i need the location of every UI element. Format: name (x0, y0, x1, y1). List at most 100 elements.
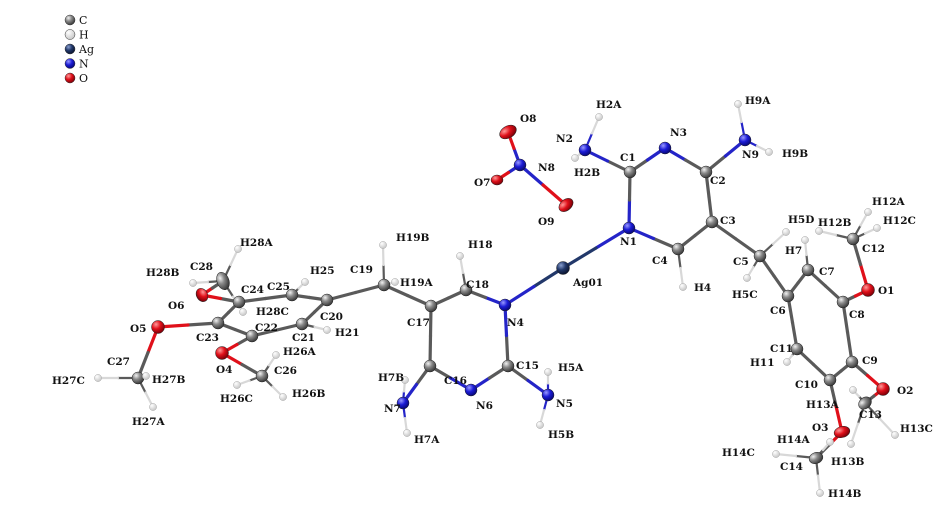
atom-c3 (705, 215, 719, 229)
atom-c1 (623, 165, 637, 179)
atom-label-n9: N9 (742, 149, 759, 161)
atom-label-ag01: Ag01 (572, 277, 603, 289)
legend-label: C (79, 14, 87, 27)
bond-C17-C16 (428, 304, 433, 368)
atom-label-n1: N1 (620, 236, 637, 248)
atom-c2 (699, 165, 713, 179)
atom-label-h11: H11 (750, 357, 775, 369)
atom-label-c26: C26 (274, 365, 297, 377)
atom-h7a (403, 429, 411, 437)
atom-n2 (578, 143, 592, 157)
atom-n8 (513, 158, 527, 172)
bond-C5-C6 (758, 254, 790, 298)
atom-o7 (490, 174, 504, 186)
atom-label-h25: H25 (310, 265, 335, 277)
bond-N3-C2 (663, 146, 708, 174)
atom-o8 (499, 124, 517, 140)
atom-h9a (734, 100, 742, 108)
atom-label-c19: C19 (350, 264, 373, 276)
bond-C23-O5 (156, 321, 220, 329)
atom-label-c25: C25 (267, 281, 290, 293)
atom-label-h18: H18 (468, 239, 493, 251)
atom-label-h2b: H2B (574, 167, 600, 179)
atom-label-c5: C5 (733, 256, 749, 268)
legend-label: O (79, 72, 88, 85)
atom-label-h9b: H9B (782, 148, 808, 160)
atom-h7b (401, 376, 409, 384)
atom-c19 (377, 278, 391, 292)
bond-C24-C25 (237, 293, 294, 304)
bond-N4-C18 (464, 288, 507, 307)
atom-label-h5b: H5B (548, 429, 574, 441)
atom-h13c (891, 431, 899, 439)
atom-label-c4: C4 (652, 255, 668, 267)
atom-labels: Ag01N1C1N3C2C3C4H4N2H2AH2BN9H9AH9BN8O8O7… (52, 95, 933, 500)
legend-label: Ag (78, 43, 94, 56)
bond-C16-N7 (401, 364, 432, 405)
atom-h13b (847, 440, 855, 448)
atom-o3 (833, 426, 851, 438)
atom-label-c24: C24 (241, 284, 264, 296)
atom-label-h27a: H27A (132, 416, 166, 428)
atom-o5 (151, 320, 165, 334)
atom-h14c (772, 450, 780, 458)
atom-label-n7: N7 (384, 403, 401, 415)
atom-h26b (279, 393, 287, 401)
atom-label-h26b: H26B (292, 388, 326, 400)
bond-C3-C5 (710, 220, 762, 258)
atom-h19b (379, 241, 387, 249)
atom-h5c (743, 274, 751, 282)
atom-ag01 (556, 261, 570, 275)
atom-label-o5: O5 (130, 323, 146, 335)
atom-label-c28: C28 (190, 261, 213, 273)
atom-label-c14: C14 (780, 461, 803, 473)
atom-label-h14a: H14A (777, 434, 811, 446)
atom-label-c10: C10 (795, 379, 818, 391)
atom-label-n4: N4 (507, 317, 524, 329)
atom-label-h7a: H7A (414, 434, 440, 446)
atom-label-c23: C23 (196, 332, 219, 344)
atom-label-c11: C11 (770, 343, 793, 355)
atom-label-h12b: H12B (818, 217, 852, 229)
bonds (96, 102, 897, 495)
atom-c26 (255, 369, 269, 383)
bond-N1-C1 (627, 170, 632, 230)
atom-label-n6: N6 (476, 400, 493, 412)
bond-C10-C11 (795, 347, 832, 382)
atom-label-h5a: H5A (558, 362, 584, 374)
atom-c25 (285, 288, 299, 302)
atom-label-h28a: H28A (240, 237, 274, 249)
atom-label-o3: O3 (812, 422, 828, 434)
bond-C15-N4 (503, 303, 510, 368)
atom-label-c22: C22 (255, 322, 278, 334)
atom-label-h19a: H19A (400, 277, 434, 289)
atom-c14 (808, 452, 824, 464)
atom-label-h26a: H26A (283, 346, 317, 358)
atom-n6 (464, 383, 478, 397)
atom-label-n3: N3 (670, 127, 687, 139)
atom-h2b (571, 154, 579, 162)
atom-h28b (189, 279, 197, 287)
atom-h12c (873, 224, 881, 232)
atom-c8 (836, 295, 850, 309)
atom-h14b (816, 489, 824, 497)
atom-h5d (782, 228, 790, 236)
atom-c28 (216, 272, 230, 290)
atom-label-n2: N2 (556, 133, 573, 145)
atom-label-c27: C27 (107, 356, 130, 368)
atom-h12b (815, 227, 823, 235)
atom-c23 (211, 316, 225, 330)
legend-label: H (79, 29, 89, 42)
atom-label-h28b: H28B (146, 267, 180, 279)
atom-label-c16: C16 (444, 375, 467, 387)
atom-n9 (738, 133, 752, 147)
atom-label-h19b: H19B (396, 232, 430, 244)
atom-h5a (544, 368, 552, 376)
legend-swatch-o (64, 72, 76, 84)
atom-label-h27c: H27C (52, 375, 85, 387)
atom-o1 (861, 283, 875, 297)
atom-o4 (215, 346, 229, 360)
atom-label-c1: C1 (620, 152, 636, 164)
atom-h14a (826, 438, 834, 446)
atom-h7 (801, 236, 809, 244)
